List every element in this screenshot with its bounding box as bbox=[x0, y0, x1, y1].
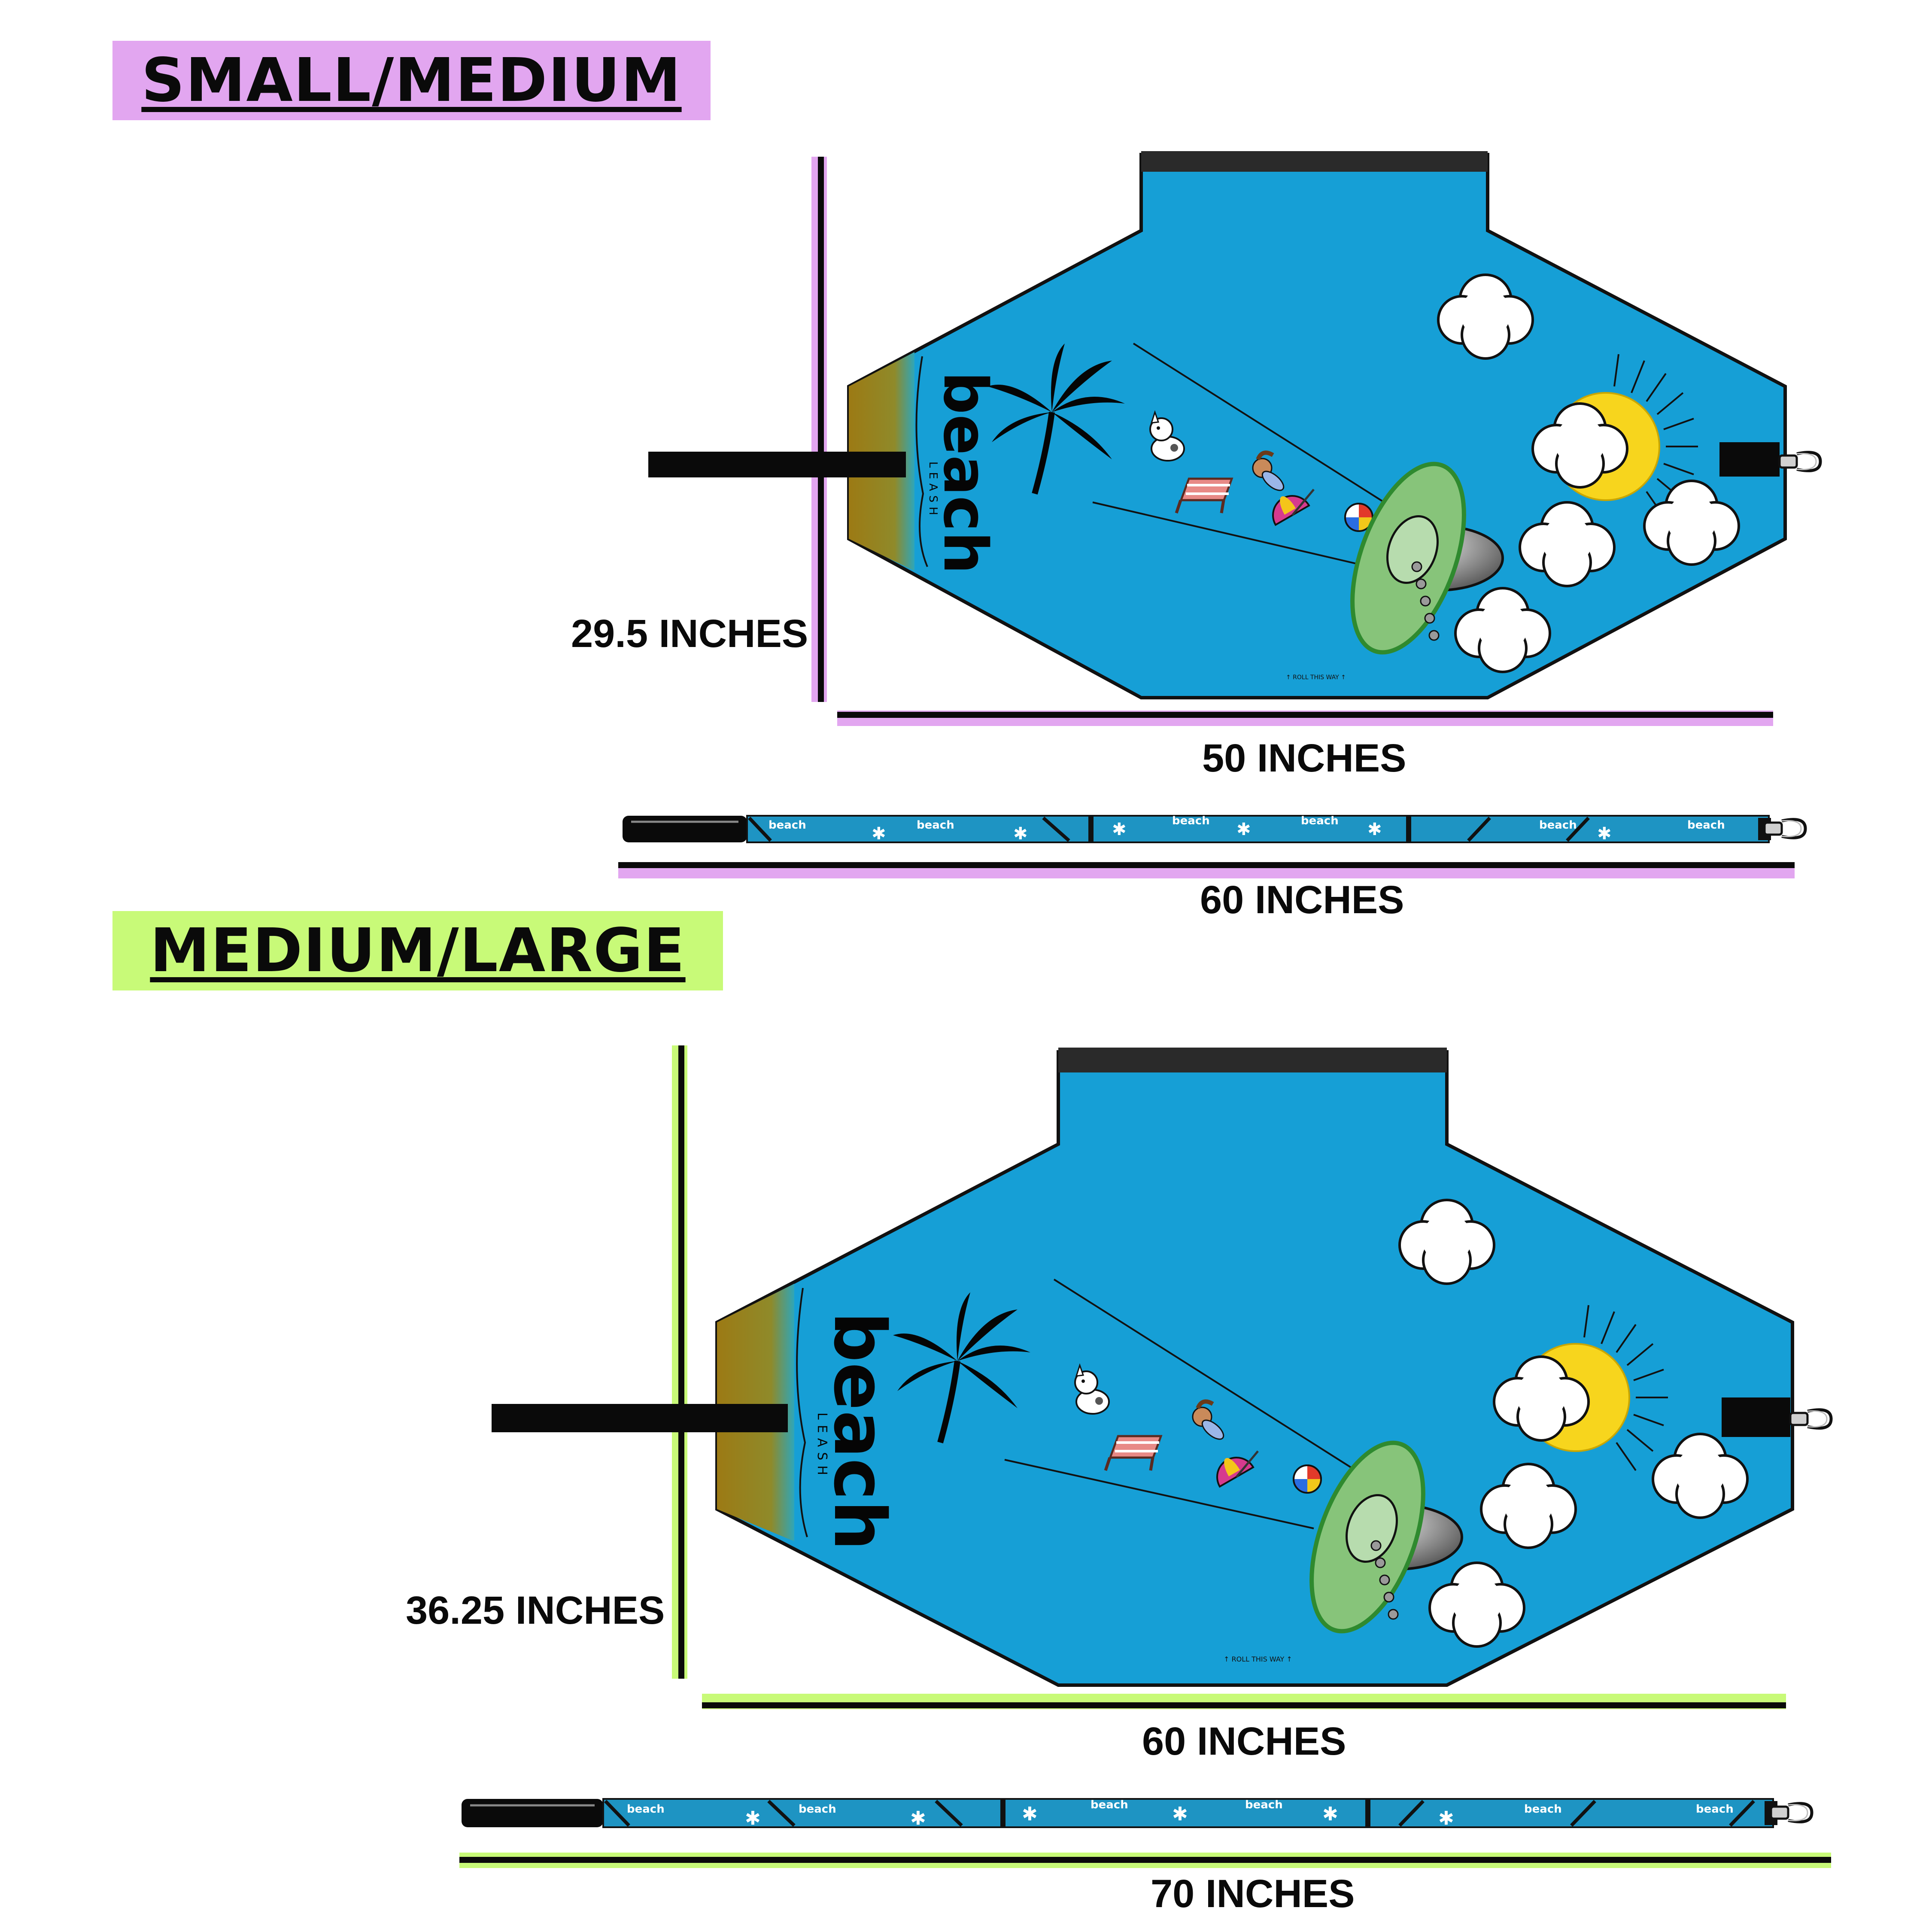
svg-text:✱: ✱ bbox=[1172, 1803, 1188, 1825]
svg-text:✱: ✱ bbox=[872, 824, 886, 844]
svg-text:LEASH: LEASH bbox=[814, 1413, 829, 1480]
small-medium-blanket: beach LEASH ↑ ROLL THIS WAY ↑ bbox=[648, 151, 1820, 699]
svg-text:beach: beach bbox=[818, 1312, 901, 1551]
small-medium-width-label: 50 INCHES bbox=[1202, 736, 1406, 780]
svg-text:✱: ✱ bbox=[1236, 820, 1251, 839]
svg-text:✱: ✱ bbox=[1022, 1803, 1038, 1825]
medium-large-title: MEDIUM/LARGE bbox=[150, 916, 686, 986]
medium-large-blanket: beach LEASH ↑ ROLL THIS WAY ↑ bbox=[492, 1048, 1831, 1687]
small-medium-leash: ✱ ✱ ✱ ✱ ✱ ✱ bbox=[623, 814, 1805, 844]
small-medium-height-label: 29.5 INCHES bbox=[571, 612, 808, 656]
small-medium-leash-label: 60 INCHES bbox=[1200, 878, 1404, 922]
small-medium-title: SMALL/MEDIUM bbox=[141, 46, 682, 115]
svg-text:↑ ROLL THIS WAY ↑: ↑ ROLL THIS WAY ↑ bbox=[1286, 674, 1346, 681]
svg-text:✱: ✱ bbox=[1438, 1807, 1454, 1829]
medium-large-leash-label: 70 INCHES bbox=[1151, 1872, 1355, 1916]
svg-text:LEASH: LEASH bbox=[927, 462, 939, 519]
medium-large-leash: ✱ ✱ ✱ ✱ ✱ ✱ bbox=[462, 1798, 1812, 1829]
svg-text:✱: ✱ bbox=[910, 1807, 926, 1829]
svg-text:✱: ✱ bbox=[1112, 820, 1127, 839]
small-medium-badge: SMALL/MEDIUM bbox=[112, 41, 711, 120]
svg-text:✱: ✱ bbox=[745, 1807, 761, 1829]
svg-text:✱: ✱ bbox=[1597, 824, 1612, 844]
medium-large-height-label: 36.25 INCHES bbox=[406, 1589, 665, 1632]
svg-text:✱: ✱ bbox=[1322, 1803, 1338, 1825]
svg-text:↑ ROLL THIS WAY ↑: ↑ ROLL THIS WAY ↑ bbox=[1224, 1655, 1292, 1663]
svg-text:beach: beach bbox=[930, 371, 1000, 574]
svg-text:✱: ✱ bbox=[1013, 824, 1028, 844]
medium-large-width-label: 60 INCHES bbox=[1142, 1719, 1346, 1763]
svg-text:✱: ✱ bbox=[1367, 820, 1382, 839]
medium-large-badge: MEDIUM/LARGE bbox=[112, 911, 723, 990]
